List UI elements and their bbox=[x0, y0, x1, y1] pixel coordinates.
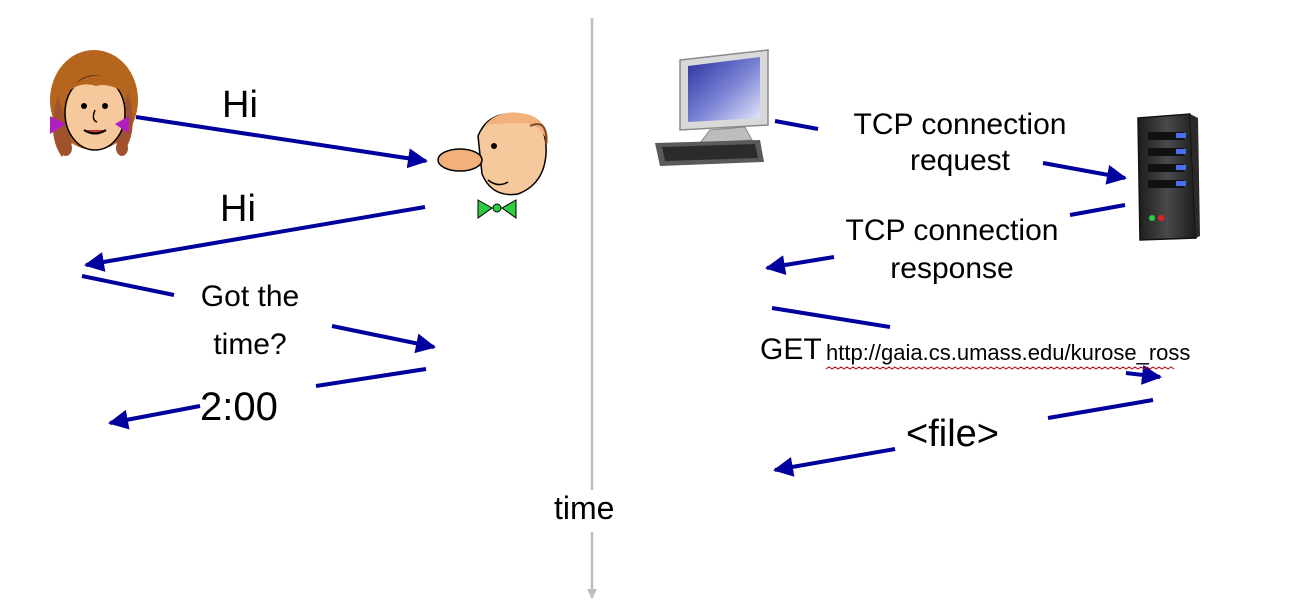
time-axis-label: time bbox=[554, 490, 615, 526]
arrow-tcp-resp-a bbox=[1069, 203, 1126, 217]
label-file: <file> bbox=[906, 413, 999, 455]
label-2-00: 2:00 bbox=[200, 385, 278, 429]
label-hi-2: Hi bbox=[220, 188, 256, 230]
girl-icon bbox=[50, 50, 138, 157]
arrow-file-a bbox=[1047, 398, 1154, 420]
label-tcp-response-l2: response bbox=[890, 252, 1014, 285]
label-get-url: http://gaia.cs.umass.edu/kurose_ross bbox=[826, 340, 1191, 365]
arrow-tcp-resp-b bbox=[765, 255, 835, 275]
arrow-hi-2 bbox=[84, 205, 426, 272]
server-icon bbox=[1137, 113, 1200, 241]
arrow-got-time-a bbox=[81, 274, 175, 297]
network-protocol-arrows bbox=[765, 119, 1162, 477]
arrow-tcp-req-a bbox=[774, 119, 819, 131]
label-get-method: GET bbox=[760, 333, 822, 366]
man-icon bbox=[437, 112, 549, 219]
arrow-2pm-b bbox=[108, 404, 201, 430]
arrow-2pm-a bbox=[315, 367, 427, 388]
label-hi-1: Hi bbox=[222, 84, 258, 126]
label-got-the: Got the bbox=[200, 280, 300, 313]
arrow-get-b bbox=[1125, 364, 1162, 385]
label-tcp-response-l1: TCP connection bbox=[845, 214, 1059, 247]
computer-icon bbox=[655, 49, 769, 166]
url-spellcheck-underline bbox=[825, 366, 1175, 370]
label-tcp-request-l2: request bbox=[909, 144, 1011, 177]
label-tcp-request-l1: TCP connection bbox=[853, 108, 1067, 141]
arrow-got-time-b bbox=[331, 324, 436, 354]
arrow-get-a bbox=[771, 306, 891, 329]
arrow-file-b bbox=[773, 447, 896, 477]
arrow-hi-1 bbox=[135, 115, 428, 169]
human-protocol-arrows bbox=[81, 115, 436, 430]
label-time-question: time? bbox=[213, 328, 287, 361]
arrow-tcp-req-b bbox=[1042, 161, 1127, 185]
